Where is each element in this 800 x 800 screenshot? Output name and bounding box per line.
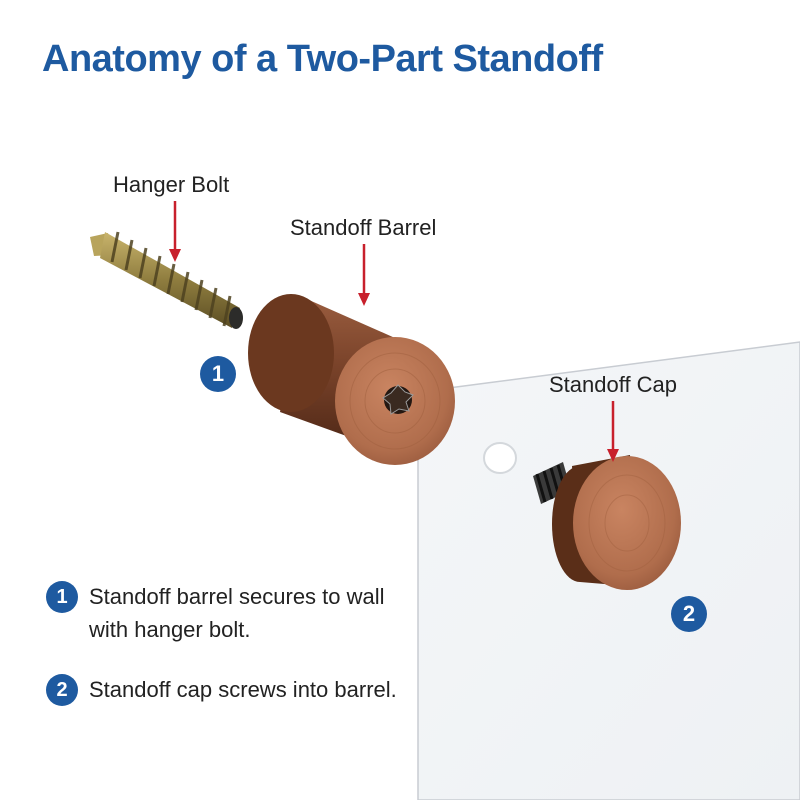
note-2-text: Standoff cap screws into barrel. — [89, 677, 397, 702]
label-standoff-barrel: Standoff Barrel — [290, 215, 437, 240]
label-standoff-cap: Standoff Cap — [549, 372, 678, 397]
page-title: Anatomy of a Two-Part Standoff — [42, 38, 603, 80]
arrow-hanger-bolt — [169, 201, 181, 262]
hanger-bolt — [90, 231, 243, 329]
badge-1: 1 — [200, 356, 236, 392]
arrow-standoff-cap — [607, 401, 619, 462]
note-1-text: Standoff barrel secures to wall with han… — [89, 584, 385, 642]
label-hanger-bolt: Hanger Bolt — [113, 172, 230, 197]
badge-2: 2 — [671, 596, 707, 632]
arrow-standoff-barrel — [358, 244, 370, 306]
note-2-badge: 2 — [46, 674, 78, 706]
standoff-cap — [533, 455, 681, 590]
callout-arrows — [169, 201, 619, 462]
panel-hole — [483, 442, 517, 474]
note-1-badge: 1 — [46, 581, 78, 613]
standoff-barrel — [248, 294, 455, 465]
